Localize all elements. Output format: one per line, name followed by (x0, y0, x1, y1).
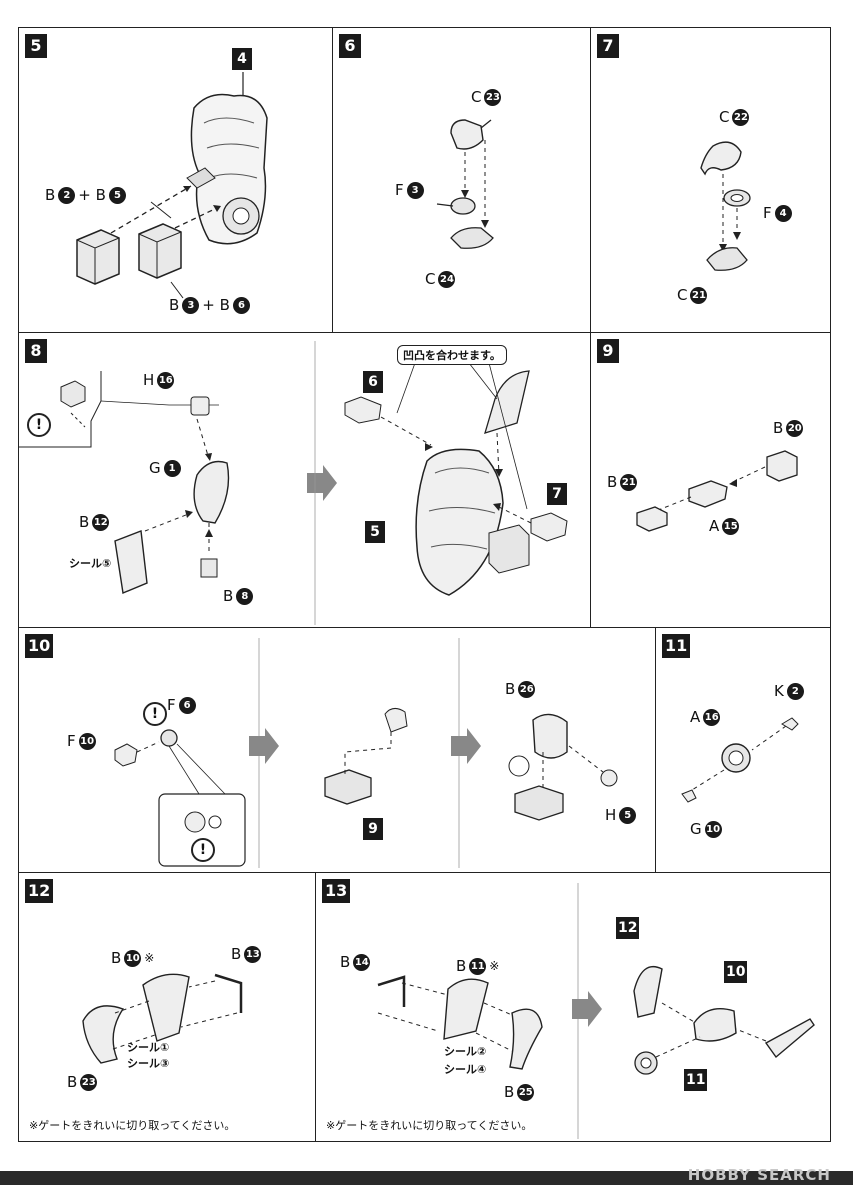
shoulder-subassembly-illustration (19, 341, 568, 625)
step-number: 5 (25, 34, 47, 58)
step-number: 13 (322, 879, 351, 903)
shield-assembly-illustration (82, 973, 243, 1064)
joint-assembly-illustration (114, 638, 618, 868)
part-tag-7: 7 (547, 483, 567, 505)
part-tag-5: 5 (365, 521, 385, 543)
part-tag-6: 6 (363, 371, 383, 393)
part-assembly-illustration (636, 450, 798, 532)
joint-assembly-illustration (700, 141, 751, 271)
step-number: 6 (339, 34, 361, 58)
part-tag-10: 10 (724, 961, 748, 983)
step-number: 7 (597, 34, 619, 58)
torso-illustration (76, 72, 268, 299)
seal-4-label: シール④ (444, 1063, 487, 1076)
part-tag-9: 9 (363, 818, 383, 840)
part-tag-12: 12 (616, 917, 640, 939)
step-number: 11 (662, 634, 691, 658)
warning-icon: ! (27, 413, 51, 437)
part-tag-4: 4 (232, 48, 252, 70)
step-8-panel: 8 ! H (18, 332, 591, 628)
gate-note: ※ゲートをきれいに切り取ってください。 (29, 1119, 236, 1132)
shield-assembly-illustration (377, 883, 815, 1139)
step-number: 12 (25, 879, 54, 903)
watermark-logo: HOBBY SEARCH (687, 1166, 831, 1184)
warning-icon: ! (143, 702, 167, 726)
step-number: 9 (597, 339, 619, 363)
footer-bar (0, 1171, 853, 1185)
part-assembly-illustration (681, 717, 799, 803)
joint-assembly-illustration (436, 119, 494, 249)
gate-note: ※ゲートをきれいに切り取ってください。 (326, 1119, 533, 1132)
warning-icon: ! (191, 838, 215, 862)
seal-3-label: シール③ (127, 1057, 170, 1070)
step-number: 8 (25, 339, 47, 363)
seal-5-label: シール⑤ (69, 557, 112, 570)
seal-2-label: シール② (444, 1045, 487, 1058)
align-callout: 凹凸を合わせます。 (397, 345, 507, 365)
seal-1-label: シール① (127, 1041, 170, 1054)
part-tag-11: 11 (684, 1069, 708, 1091)
step-number: 10 (25, 634, 54, 658)
